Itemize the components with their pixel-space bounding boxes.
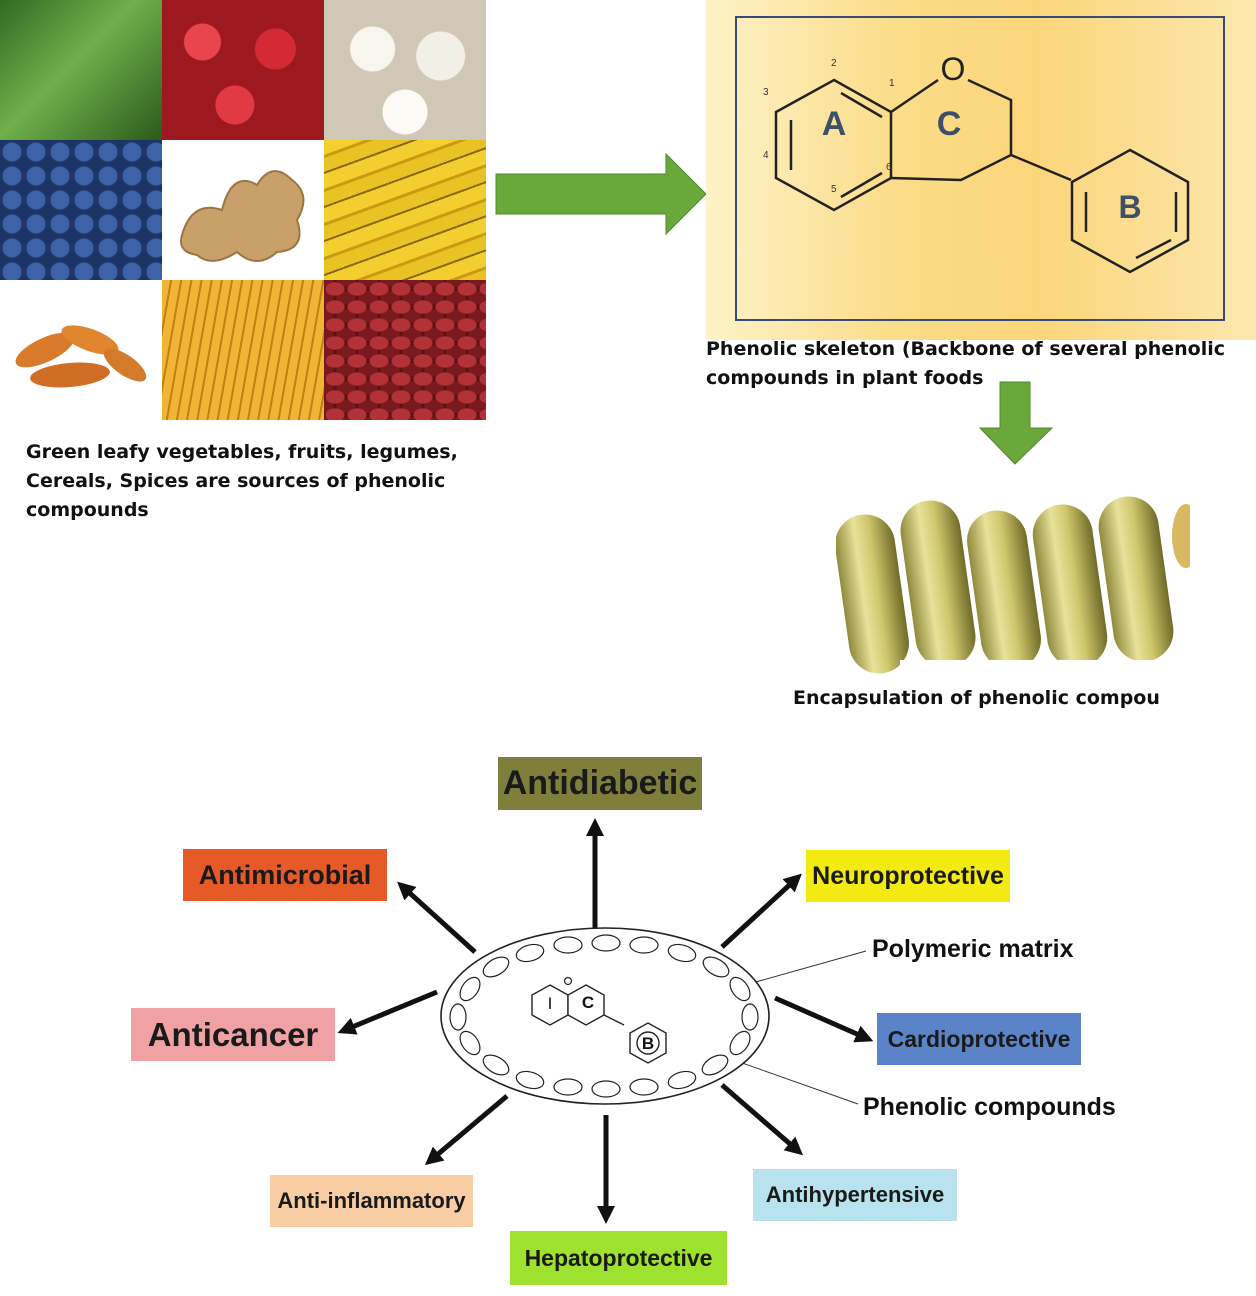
turmeric-image xyxy=(0,280,162,420)
food-sources-caption: Green leafy vegetables, fruits, legumes,… xyxy=(26,438,466,525)
ring-c-label: C xyxy=(582,993,594,1012)
phenolic-skeleton-caption-line: Phenolic skeleton (Backbone of several p… xyxy=(706,338,1225,360)
flavonoid-skeleton-structure: O A C B 1 2 3 4 5 6 xyxy=(763,51,1190,274)
corn-image xyxy=(162,280,324,420)
phenolic-skeleton-panel: O A C B 1 2 3 4 5 6 xyxy=(706,0,1256,340)
food-sources-caption-line: Green leafy vegetables, fruits, legumes, xyxy=(26,441,458,463)
position-label: 1 xyxy=(889,78,895,89)
encapsulation-caption: Encapsulation of phenolic compou xyxy=(793,687,1160,709)
phenolic-skeleton-caption-line: compounds in plant foods xyxy=(706,367,984,389)
anti-inflammatory-label: Anti-inflammatory xyxy=(270,1175,473,1227)
polymeric-matrix-capsule: I C B xyxy=(440,927,770,1105)
cardioprotective-label: Cardioprotective xyxy=(877,1013,1081,1065)
ring-c-label: C xyxy=(937,105,962,143)
antidiabetic-label: Antidiabetic xyxy=(498,757,702,810)
food-sources-caption-line: compounds xyxy=(26,499,149,521)
ring-b-label: B xyxy=(1118,189,1141,225)
antimicrobial-label: Antimicrobial xyxy=(183,849,387,901)
encapsulated-phenolic-molecule xyxy=(531,984,667,1064)
hepatoprotective-label: Hepatoprotective xyxy=(510,1231,727,1285)
ring-b-label: B xyxy=(642,1034,654,1053)
ring-a-label: A xyxy=(822,105,847,143)
right-arrow xyxy=(495,152,707,236)
blueberries-image xyxy=(0,140,162,280)
oxygen-atom-label: O xyxy=(941,51,966,87)
matrix-beads xyxy=(449,934,759,1098)
position-label: 5 xyxy=(831,184,837,195)
apples-image xyxy=(162,0,324,140)
position-label: 2 xyxy=(831,58,837,69)
position-label: 6 xyxy=(886,162,892,173)
ginger-image xyxy=(162,140,324,280)
capsules-image xyxy=(836,496,1190,676)
bananas-image xyxy=(324,140,486,280)
down-arrow xyxy=(978,381,1054,465)
food-sources-caption-line: Cereals, Spices are sources of phenolic xyxy=(26,470,446,492)
leafy-greens-image xyxy=(0,0,162,140)
food-image-grid xyxy=(0,0,486,420)
kidney-beans-image xyxy=(324,280,486,420)
phenolic-skeleton-caption: Phenolic skeleton (Backbone of several p… xyxy=(706,335,1226,393)
garlic-image xyxy=(324,0,486,140)
ring-i-label: I xyxy=(548,994,553,1013)
position-label: 4 xyxy=(763,150,769,161)
polymeric-matrix-callout: Polymeric matrix xyxy=(872,935,1074,963)
skeleton-frame xyxy=(735,16,1225,321)
anticancer-label: Anticancer xyxy=(131,1008,335,1061)
antihypertensive-label: Antihypertensive xyxy=(753,1169,957,1221)
phenolic-compounds-callout: Phenolic compounds xyxy=(863,1093,1116,1121)
position-label: 3 xyxy=(763,87,769,98)
neuroprotective-label: Neuroprotective xyxy=(806,850,1010,902)
